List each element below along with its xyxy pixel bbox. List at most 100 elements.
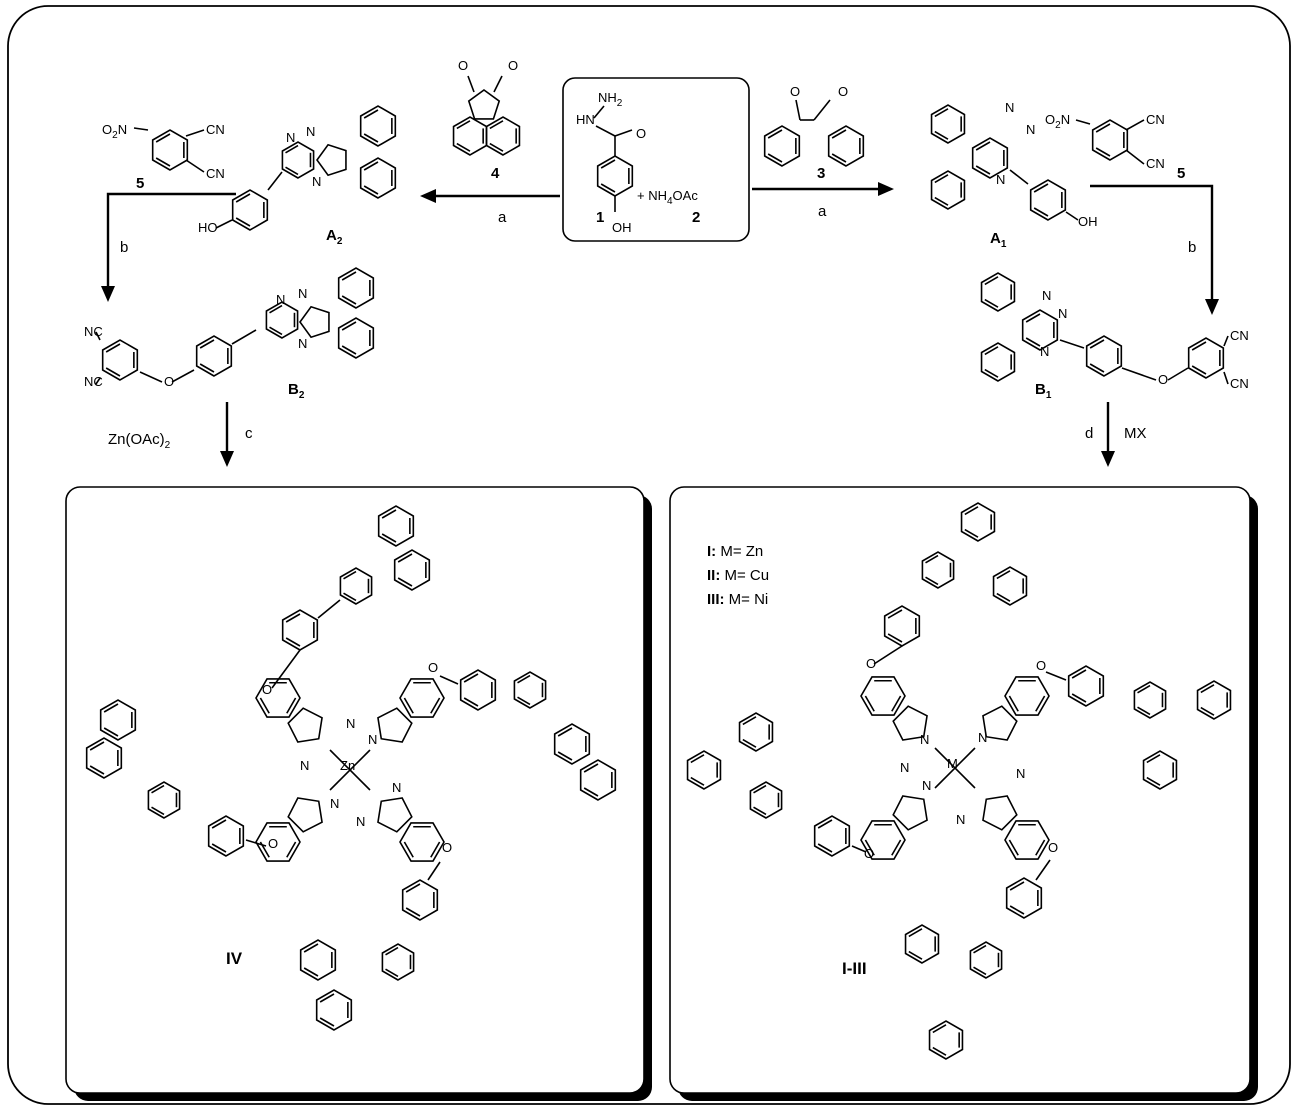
double-bond bbox=[286, 841, 297, 858]
double-bond bbox=[341, 321, 357, 331]
pc-right-arm-phenyl-left-a bbox=[738, 712, 774, 752]
double-bond bbox=[89, 765, 105, 775]
a2-phenol bbox=[231, 189, 269, 231]
pc-right-pyrrole-d bbox=[982, 795, 1018, 831]
double-bond bbox=[864, 839, 875, 856]
double-bond bbox=[1200, 706, 1215, 716]
pc-left-arm-triazine-bottom bbox=[381, 943, 415, 981]
b1-phenylene bbox=[1085, 335, 1123, 377]
atom-b1-n1: N bbox=[1042, 288, 1051, 303]
bond bbox=[95, 331, 101, 341]
bond bbox=[595, 125, 616, 137]
double-bond bbox=[1095, 123, 1111, 133]
double-bond bbox=[105, 343, 121, 353]
double-bond bbox=[155, 133, 171, 143]
atom-a1-oh: OH bbox=[1078, 214, 1098, 229]
atom-pc-right-metal: M bbox=[947, 756, 958, 771]
condition-c: c bbox=[245, 425, 253, 442]
b1-triazine bbox=[1021, 309, 1059, 351]
double-bond bbox=[103, 703, 119, 713]
double-bond bbox=[363, 185, 379, 195]
double-bond bbox=[1008, 839, 1019, 856]
double-bond bbox=[343, 570, 357, 580]
atom-pc-right-o1: O bbox=[866, 656, 876, 671]
double-bond bbox=[363, 161, 379, 171]
pc-right-arm-phenylene-left bbox=[813, 815, 851, 857]
double-bond bbox=[583, 763, 599, 773]
double-bond bbox=[343, 592, 357, 602]
double-bond bbox=[303, 967, 319, 977]
bond bbox=[271, 649, 301, 689]
double-bond bbox=[934, 196, 949, 206]
atom-b1-cn2: CN bbox=[1230, 376, 1249, 391]
atom-b2-n3: N bbox=[298, 336, 307, 351]
legend-item-cu: II: M= Cu bbox=[707, 567, 769, 584]
pc-right-arm-phenyl-right-b bbox=[1142, 750, 1178, 790]
atom-hn: HN bbox=[576, 112, 595, 127]
double-bond bbox=[934, 108, 949, 118]
double-bond bbox=[690, 776, 705, 786]
pc-left-arm-naph-right-b bbox=[579, 759, 617, 801]
double-bond bbox=[463, 697, 479, 707]
pc-right-arm-phenyl-bottom-a bbox=[904, 924, 940, 964]
double-bond bbox=[753, 806, 767, 816]
bond bbox=[185, 159, 205, 173]
metal-legend: I: M= Zn II: M= Cu III: M= Ni bbox=[707, 543, 769, 608]
arrow-a-right bbox=[752, 182, 894, 196]
atom-pc-left-metal: Zn bbox=[340, 758, 355, 773]
b1-phenyl-b bbox=[980, 342, 1016, 382]
pc-right-arm-phenylene-right bbox=[1067, 665, 1105, 707]
b2-phthalonitrile bbox=[101, 339, 139, 381]
double-bond bbox=[405, 907, 421, 917]
atom-a2-n2: N bbox=[306, 124, 315, 139]
pc-right-arm-phenyl-right-a bbox=[1196, 680, 1232, 720]
double-bond bbox=[753, 784, 767, 794]
atom-pc-right-o4: O bbox=[1048, 840, 1058, 855]
a1-phenyl-a bbox=[930, 104, 966, 144]
double-bond bbox=[557, 727, 573, 737]
double-bond bbox=[925, 554, 939, 564]
nh4oac-label: + NH4OAc bbox=[637, 188, 698, 207]
double-bond bbox=[973, 944, 987, 954]
atom-o-3b: O bbox=[838, 84, 848, 99]
atom-b2-n2: N bbox=[298, 286, 307, 301]
double-bond bbox=[891, 839, 902, 856]
double-bond bbox=[363, 133, 379, 143]
atom-pc-right-n5: N bbox=[922, 778, 931, 793]
double-bond bbox=[235, 217, 251, 227]
double-bond bbox=[964, 528, 979, 538]
bond bbox=[185, 129, 205, 137]
atom-b1-o: O bbox=[1158, 372, 1168, 387]
condition-c-reagent: Zn(OAc)2 bbox=[108, 431, 171, 451]
double-bond bbox=[259, 697, 270, 714]
atom-pc-right-n6: N bbox=[956, 812, 965, 827]
double-bond bbox=[385, 968, 399, 978]
condition-b-left: b bbox=[120, 239, 128, 256]
pc-left-arm-naph-top-b bbox=[393, 549, 431, 591]
pc-left-benzo-d bbox=[399, 822, 445, 862]
pc-left-arm-triazine-right bbox=[513, 671, 547, 709]
atom-pc-left-n3: N bbox=[300, 758, 309, 773]
atom-pc-left-n2: N bbox=[368, 732, 377, 747]
benzil-phenyl-a bbox=[763, 125, 801, 167]
compound-5-number-left: 5 bbox=[136, 175, 144, 192]
atom-b1-n3: N bbox=[1040, 344, 1049, 359]
bond bbox=[873, 645, 903, 665]
b1-phenyl-a bbox=[980, 272, 1016, 312]
atom-pc-left-n1: N bbox=[346, 716, 355, 731]
double-bond bbox=[463, 673, 479, 683]
double-bond bbox=[1008, 695, 1019, 712]
atom-a1-n2: N bbox=[1026, 122, 1035, 137]
double-bond bbox=[403, 697, 414, 714]
atom-pc-left-o3: O bbox=[268, 836, 278, 851]
atom-pc-right-o2: O bbox=[1036, 658, 1046, 673]
benzil-phenyl-b bbox=[827, 125, 865, 167]
atom-pc-right-o3: O bbox=[864, 846, 874, 861]
double-bond bbox=[269, 326, 283, 336]
double-bond bbox=[103, 727, 119, 737]
atom-pc-left-o2: O bbox=[428, 660, 438, 675]
atom-oh-1: OH bbox=[612, 220, 632, 235]
compound-5-number-right: 5 bbox=[1177, 165, 1185, 182]
atom-pc-left-o4: O bbox=[442, 840, 452, 855]
double-bond bbox=[303, 943, 319, 953]
